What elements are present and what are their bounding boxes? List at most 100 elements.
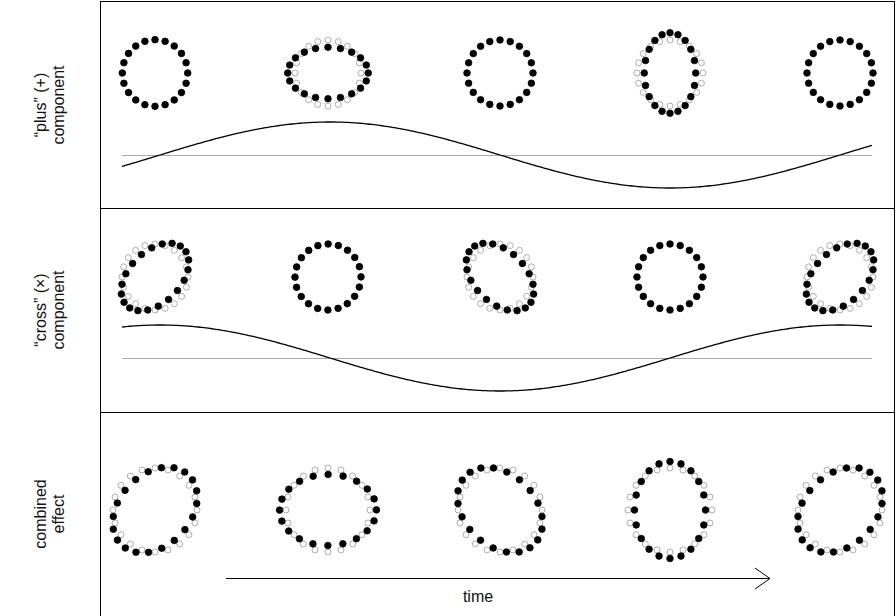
rest-position — [700, 70, 706, 76]
test-mass — [516, 96, 523, 103]
test-mass — [702, 507, 709, 514]
rest-position — [315, 305, 321, 311]
test-mass — [667, 555, 674, 562]
test-mass — [868, 80, 875, 87]
test-mass — [148, 245, 155, 252]
rest-position — [194, 507, 200, 513]
test-mass — [152, 103, 159, 110]
rest-position — [162, 101, 168, 107]
test-mass — [110, 526, 117, 533]
rest-position — [497, 549, 503, 555]
test-mass — [675, 31, 682, 38]
test-mass — [487, 101, 494, 108]
rest-position — [152, 549, 158, 555]
test-mass — [514, 307, 521, 314]
test-mass — [337, 94, 344, 101]
test-mass — [296, 536, 303, 543]
test-mass — [642, 82, 649, 89]
rest-position — [365, 520, 371, 526]
test-mass — [659, 108, 666, 115]
rest-position — [358, 70, 364, 76]
test-mass — [870, 70, 877, 77]
test-mass — [363, 78, 370, 85]
rest-position — [110, 507, 116, 513]
rest-position — [121, 60, 127, 66]
rest-position — [457, 494, 463, 500]
rest-position — [125, 89, 131, 95]
rest-position — [325, 103, 331, 109]
test-mass — [805, 80, 812, 87]
test-mass — [296, 478, 303, 485]
test-mass — [856, 43, 863, 50]
rest-position — [285, 520, 291, 526]
rest-position — [121, 264, 127, 270]
test-mass — [640, 293, 647, 300]
test-mass — [677, 305, 684, 312]
test-mass — [698, 284, 705, 291]
rest-position — [856, 247, 862, 253]
baseline — [122, 155, 872, 156]
test-mass — [135, 307, 142, 314]
rest-position — [315, 39, 321, 45]
test-mass — [477, 43, 484, 50]
test-mass — [185, 266, 192, 273]
test-mass — [358, 274, 365, 281]
rest-position — [133, 97, 139, 103]
test-mass — [162, 101, 169, 108]
rest-position — [325, 465, 331, 471]
rest-position — [634, 70, 640, 76]
test-mass — [314, 305, 321, 312]
test-mass — [844, 241, 851, 248]
test-mass — [667, 241, 674, 248]
test-mass — [678, 461, 685, 468]
test-mass — [642, 57, 649, 64]
test-mass — [631, 507, 638, 514]
test-mass — [138, 251, 145, 258]
test-mass — [686, 300, 693, 307]
test-mass — [171, 43, 178, 50]
rest-position — [119, 70, 125, 76]
test-mass — [659, 31, 666, 38]
test-mass — [635, 264, 642, 271]
rest-position — [356, 284, 362, 290]
test-mass — [677, 242, 684, 249]
rest-position — [850, 547, 856, 553]
rest-position — [179, 51, 185, 57]
rest-position — [352, 293, 358, 299]
test-mass — [144, 307, 151, 314]
test-mass — [182, 526, 189, 533]
test-mass — [178, 89, 185, 96]
test-mass — [817, 477, 824, 484]
test-mass — [810, 89, 817, 96]
rest-position — [879, 507, 885, 513]
test-mass — [646, 93, 653, 100]
rest-position — [192, 494, 198, 500]
test-mass — [133, 549, 140, 556]
rest-position — [806, 264, 812, 270]
test-mass — [470, 50, 477, 57]
test-mass — [652, 37, 659, 44]
test-mass — [656, 461, 663, 468]
test-mass — [315, 242, 322, 249]
row-label: combined effect — [32, 469, 68, 559]
rest-position — [142, 39, 148, 45]
test-mass — [174, 287, 181, 294]
test-mass — [286, 486, 293, 493]
rest-position — [824, 547, 830, 553]
rest-position — [818, 301, 824, 307]
test-mass — [286, 62, 293, 69]
arrow-head — [755, 568, 770, 589]
rest-position — [306, 301, 312, 307]
test-mass — [863, 50, 870, 57]
test-mass — [145, 468, 152, 475]
test-mass — [539, 526, 546, 533]
test-mass — [640, 254, 647, 261]
rest-position — [524, 293, 530, 299]
test-mass — [325, 44, 332, 51]
test-mass — [325, 471, 332, 478]
test-mass — [823, 251, 830, 258]
rest-position — [478, 247, 484, 253]
test-mass — [364, 527, 371, 534]
rest-position — [694, 89, 700, 95]
test-mass — [477, 537, 484, 544]
